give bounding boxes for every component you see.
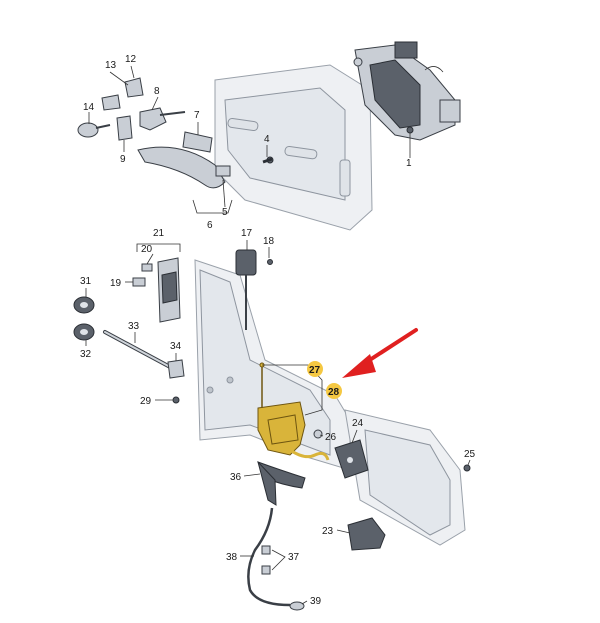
highlight-27 <box>307 361 323 377</box>
lower-door-panel <box>194 259 466 546</box>
actuator-rod <box>103 330 185 404</box>
callout-31: 31 <box>80 276 92 287</box>
callout-27: 27 <box>309 365 321 376</box>
callout-8: 8 <box>154 86 160 97</box>
callout-37: 37 <box>288 552 300 563</box>
callout-19: 19 <box>110 278 122 289</box>
rod-sensor <box>235 249 273 330</box>
callout-4: 4 <box>264 134 270 145</box>
callout-28: 28 <box>328 387 340 398</box>
callout-24: 24 <box>352 418 364 429</box>
highlight-markers <box>307 361 342 399</box>
release-lever-cable <box>247 461 306 611</box>
upper-latch-assembly <box>353 41 461 141</box>
callout-6: 6 <box>207 220 213 231</box>
callout-14: 14 <box>83 102 95 113</box>
callout-20: 20 <box>141 244 153 255</box>
callout-5: 5 <box>222 207 228 218</box>
door-lock-actuator <box>257 362 330 461</box>
callout-39: 39 <box>310 596 322 607</box>
callout-25: 25 <box>464 449 476 460</box>
callout-26: 26 <box>325 432 337 443</box>
callout-23: 23 <box>322 526 334 537</box>
leader-lines <box>85 65 471 605</box>
callout-17: 17 <box>241 228 253 239</box>
callout-38: 38 <box>226 552 238 563</box>
callout-1: 1 <box>406 158 412 169</box>
latch-bracket <box>334 439 471 551</box>
callout-labels: 13 12 14 8 7 9 4 1 5 6 21 20 19 17 18 31… <box>80 54 476 607</box>
callout-32: 32 <box>80 349 92 360</box>
callout-33: 33 <box>128 321 140 332</box>
callout-13: 13 <box>105 60 117 71</box>
callout-9: 9 <box>120 154 126 165</box>
callout-7: 7 <box>194 110 200 121</box>
callout-36: 36 <box>230 472 242 483</box>
bushings <box>73 296 95 341</box>
callout-18: 18 <box>263 236 275 247</box>
upper-door-panel <box>214 64 373 231</box>
callout-29: 29 <box>140 396 152 407</box>
exterior-handle-group <box>77 77 274 189</box>
callout-12: 12 <box>125 54 137 65</box>
highlight-28 <box>326 383 342 399</box>
callout-34: 34 <box>170 341 182 352</box>
red-pointer-arrow <box>342 328 418 378</box>
callout-21: 21 <box>153 228 165 239</box>
interior-handle <box>132 257 181 323</box>
